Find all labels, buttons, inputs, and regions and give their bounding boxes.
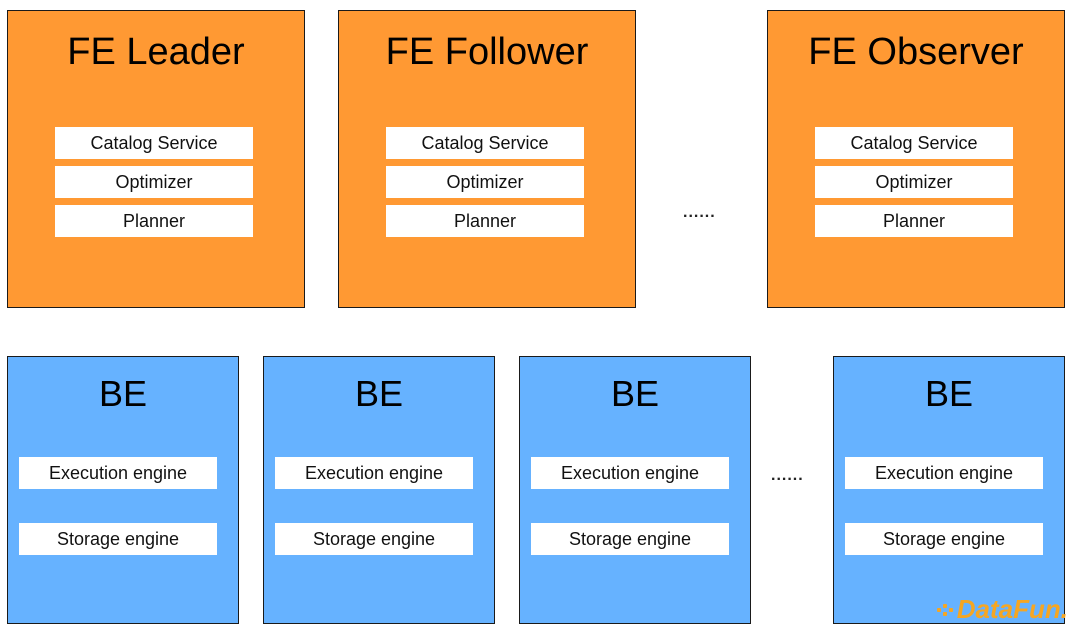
fe-follower-node: FE Follower Catalog Service Optimizer Pl… <box>338 10 636 308</box>
be-node-4: BE Execution engine Storage engine <box>833 356 1065 624</box>
optimizer-module: Optimizer <box>386 166 584 198</box>
node-title: BE <box>924 373 974 414</box>
planner-module: Planner <box>55 205 253 237</box>
node-title: BE <box>354 373 404 414</box>
execution-engine-module: Execution engine <box>531 457 729 489</box>
execution-engine-module: Execution engine <box>275 457 473 489</box>
catalog-service-module: Catalog Service <box>815 127 1013 159</box>
watermark-text: DataFun. <box>956 594 1068 624</box>
planner-module: Planner <box>815 205 1013 237</box>
storage-engine-module: Storage engine <box>275 523 473 555</box>
node-title: BE <box>610 373 660 414</box>
optimizer-module: Optimizer <box>55 166 253 198</box>
datafun-logo-icon <box>936 602 953 618</box>
catalog-service-module: Catalog Service <box>386 127 584 159</box>
datafun-watermark: DataFun. <box>936 594 1068 625</box>
be-node-1: BE Execution engine Storage engine <box>7 356 239 624</box>
storage-engine-module: Storage engine <box>531 523 729 555</box>
fe-leader-node: FE Leader Catalog Service Optimizer Plan… <box>7 10 305 308</box>
planner-module: Planner <box>386 205 584 237</box>
storage-engine-module: Storage engine <box>19 523 217 555</box>
catalog-service-module: Catalog Service <box>55 127 253 159</box>
node-title: FE Leader <box>67 31 245 73</box>
optimizer-module: Optimizer <box>815 166 1013 198</box>
be-ellipsis: ...... <box>771 467 804 484</box>
fe-ellipsis: ...... <box>683 204 716 221</box>
be-node-3: BE Execution engine Storage engine <box>519 356 751 624</box>
execution-engine-module: Execution engine <box>19 457 217 489</box>
fe-observer-node: FE Observer Catalog Service Optimizer Pl… <box>767 10 1065 308</box>
execution-engine-module: Execution engine <box>845 457 1043 489</box>
be-node-2: BE Execution engine Storage engine <box>263 356 495 624</box>
storage-engine-module: Storage engine <box>845 523 1043 555</box>
node-title: BE <box>98 373 148 414</box>
node-title: FE Observer <box>808 31 1024 73</box>
node-title: FE Follower <box>385 31 589 73</box>
